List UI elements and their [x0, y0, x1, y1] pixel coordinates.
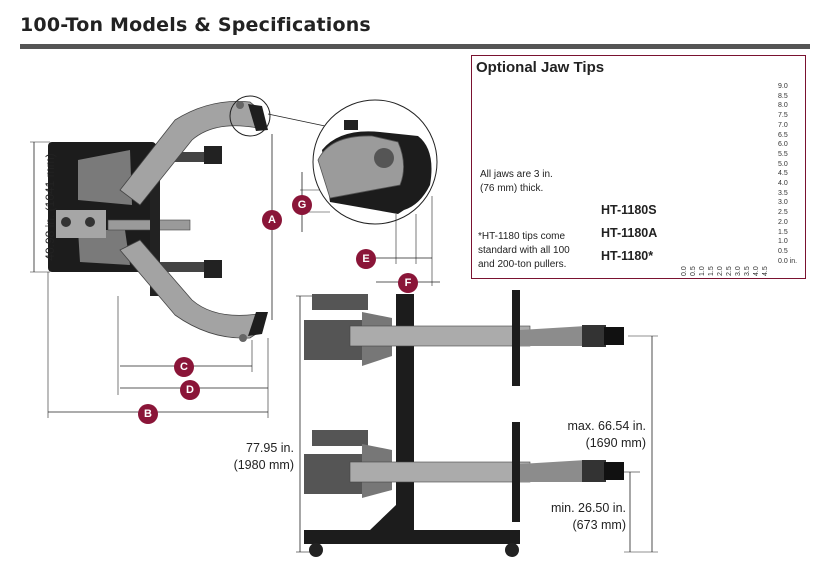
stand-height-metric: (1980 mm) — [233, 458, 294, 472]
standard-tips-note: *HT-1180 tips come standard with all 100… — [478, 230, 570, 272]
puller-top-view — [30, 95, 326, 418]
stand-height-value: 77.95 in. — [246, 441, 294, 455]
scale-x-tick: 4.5 — [762, 266, 769, 276]
min-height-value: min. 26.50 in. — [550, 501, 626, 515]
scale-y-tick: 5.5 — [778, 150, 788, 158]
page-title: 100-Ton Models & Specifications — [20, 14, 371, 36]
min-height-label: min. 26.50 in. (673 mm) — [520, 500, 626, 534]
scale-y-tick: 6.5 — [778, 131, 788, 139]
dimension-badge-g: G — [292, 195, 312, 215]
scale-y-tick: 1.0 — [778, 238, 788, 246]
scale-y-tick: 9.0 — [778, 83, 788, 90]
scale-x-tick: 1.5 — [708, 266, 715, 276]
note-line-4: standard with all 100 — [478, 245, 570, 256]
scale-y-tick: 5.0 — [778, 160, 788, 168]
scale-x-tick: 3.5 — [744, 266, 751, 276]
note-line-1: All jaws are 3 in. — [480, 169, 553, 180]
scale-x-tick: 0.0 — [681, 266, 688, 276]
max-height-label: max. 66.54 in. (1690 mm) — [540, 418, 646, 452]
scale-y-tick: 1.5 — [778, 228, 788, 236]
scale-y-tick: 0.5 — [778, 247, 788, 255]
scale-x-tick: 1.0 — [699, 266, 706, 276]
dimension-badge-e: E — [356, 249, 376, 269]
note-line-2: (76 mm) thick. — [480, 183, 544, 194]
dimension-badge-d: D — [180, 380, 200, 400]
scale-y-tick: 3.5 — [778, 189, 788, 197]
scale-x-tick: 2.5 — [726, 266, 733, 276]
scale-y-tick: 2.5 — [778, 209, 788, 217]
puller-stand — [296, 290, 658, 557]
scale-y-tick: 7.5 — [778, 112, 788, 120]
scale-y-tick: 0.0 in. — [778, 257, 798, 265]
scale-y-tick: 4.0 — [778, 180, 788, 188]
scale-y-tick: 6.0 — [778, 141, 788, 149]
scale-x-tick: 2.0 — [717, 266, 724, 276]
scale-y-tick: 3.0 — [778, 199, 788, 207]
note-line-5: and 200-ton pullers. — [478, 259, 567, 270]
title-rule — [20, 44, 810, 49]
model-label: HT-1180* — [601, 249, 654, 263]
scale-y-tick: 8.5 — [778, 92, 788, 100]
model-label: HT-1180S — [601, 203, 657, 217]
scale-x-tick: 4.0 — [753, 266, 760, 276]
max-height-value: max. 66.54 in. — [567, 419, 646, 433]
scale-x-tick: 3.0 — [735, 266, 742, 276]
dimension-badge-c: C — [174, 357, 194, 377]
dimension-badge-f: F — [398, 273, 418, 293]
dimension-badge-a: A — [262, 210, 282, 230]
scale-y-tick: 2.0 — [778, 218, 788, 226]
jaw-tips-panel — [471, 55, 806, 279]
min-height-metric: (673 mm) — [572, 518, 626, 532]
scale-y-tick: 4.5 — [778, 170, 788, 178]
overall-height-label: 40.98 in. (1041 mm) — [43, 153, 57, 261]
note-line-3: *HT-1180 tips come — [478, 231, 566, 242]
stand-height-label: 77.95 in. (1980 mm) — [212, 440, 294, 474]
jaw-detail — [300, 99, 440, 286]
jaw-thickness-note: All jaws are 3 in. (76 mm) thick. — [480, 168, 553, 196]
jaw-tips-title: Optional Jaw Tips — [476, 59, 605, 76]
model-label: HT-1180A — [601, 226, 658, 240]
scale-y-tick: 7.0 — [778, 121, 788, 129]
max-height-metric: (1690 mm) — [585, 436, 646, 450]
dimension-badge-b: B — [138, 404, 158, 424]
scale-y-tick: 8.0 — [778, 102, 788, 110]
scale-x-tick: 0.5 — [690, 266, 697, 276]
